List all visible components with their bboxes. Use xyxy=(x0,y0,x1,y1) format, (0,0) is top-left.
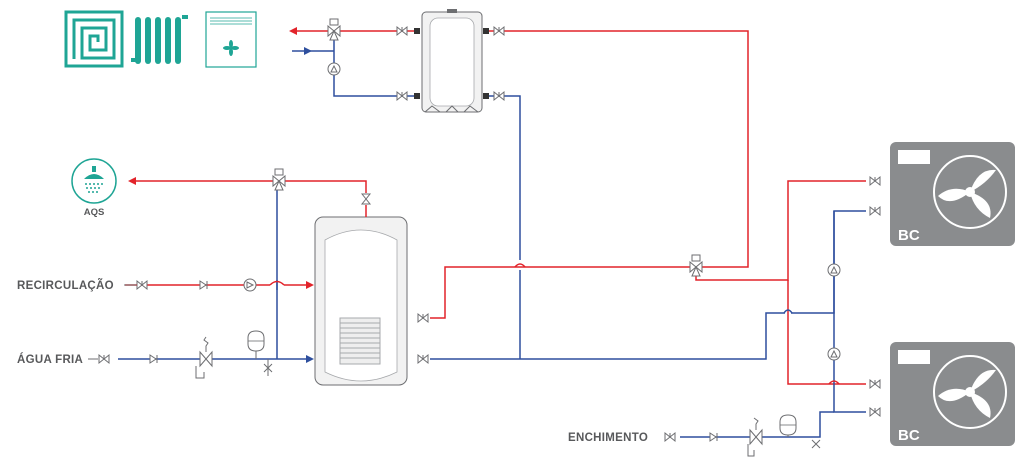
dhw-tank xyxy=(314,216,408,386)
pipe-crossing xyxy=(514,263,526,268)
cold-pipes xyxy=(118,40,866,438)
safety-group xyxy=(195,336,763,457)
pump[interactable] xyxy=(827,347,841,361)
valve[interactable] xyxy=(869,206,881,216)
agua-fria-label: ÁGUA FRIA xyxy=(17,353,83,366)
hot-arrow-top xyxy=(289,27,297,35)
heat-pump-unit-bottom: BC xyxy=(890,342,1015,446)
tank-connector xyxy=(414,93,420,99)
valve[interactable] xyxy=(869,176,881,186)
pump[interactable] xyxy=(243,278,257,292)
hot-pipes xyxy=(125,30,866,385)
bc-label-top: BC xyxy=(898,227,920,244)
pump[interactable] xyxy=(327,62,341,76)
heat-pump-unit-top: BC xyxy=(890,142,1015,246)
cold-arrow-dhw xyxy=(306,355,314,363)
expansion-vessel xyxy=(779,414,797,436)
tank-connector xyxy=(483,28,489,34)
three-way-valve[interactable] xyxy=(272,168,286,191)
check-valve xyxy=(149,354,158,364)
hot-arrow-left xyxy=(128,177,136,185)
aqs-label: AQS xyxy=(84,207,105,218)
check-valve xyxy=(199,280,208,290)
valve[interactable] xyxy=(869,407,881,417)
bc-label-bottom: BC xyxy=(898,427,920,444)
three-way-valve[interactable] xyxy=(689,254,703,277)
drain-valve xyxy=(263,359,821,449)
valve[interactable] xyxy=(664,432,676,442)
tank-connector xyxy=(414,28,420,34)
heat-pump-fan-icon xyxy=(933,355,1007,429)
heat-pump-fan-icon xyxy=(933,155,1007,229)
pipe-crossing xyxy=(783,309,793,314)
underfloor-heating-icon xyxy=(64,10,124,68)
valve[interactable] xyxy=(417,313,429,323)
pump[interactable] xyxy=(827,263,841,277)
valve[interactable] xyxy=(493,91,505,101)
recirculacao-label: RECIRCULAÇÃO xyxy=(17,279,114,292)
cold-arrow-top xyxy=(304,47,312,55)
hot-arrow-dhw xyxy=(306,281,314,289)
radiator-icon xyxy=(131,15,188,64)
tank-connector xyxy=(483,93,489,99)
enchimento-label: ENCHIMENTO xyxy=(568,432,648,444)
three-way-valve[interactable] xyxy=(327,18,341,41)
pipe-crossing xyxy=(269,280,285,286)
buffer-tank xyxy=(421,9,483,113)
valve[interactable] xyxy=(869,379,881,389)
dhw-coil xyxy=(339,317,381,365)
valve[interactable] xyxy=(396,26,408,36)
valve[interactable] xyxy=(396,91,408,101)
valve-vertical[interactable] xyxy=(361,193,371,205)
valve[interactable] xyxy=(417,354,429,364)
pipe-crossing xyxy=(828,380,840,385)
expansion-vessel xyxy=(247,330,265,352)
fan-coil-icon xyxy=(205,11,257,68)
valve[interactable] xyxy=(493,26,505,36)
valve[interactable] xyxy=(98,354,110,364)
check-valve xyxy=(709,432,718,442)
valve[interactable] xyxy=(136,280,148,290)
shower-icon xyxy=(71,158,117,204)
